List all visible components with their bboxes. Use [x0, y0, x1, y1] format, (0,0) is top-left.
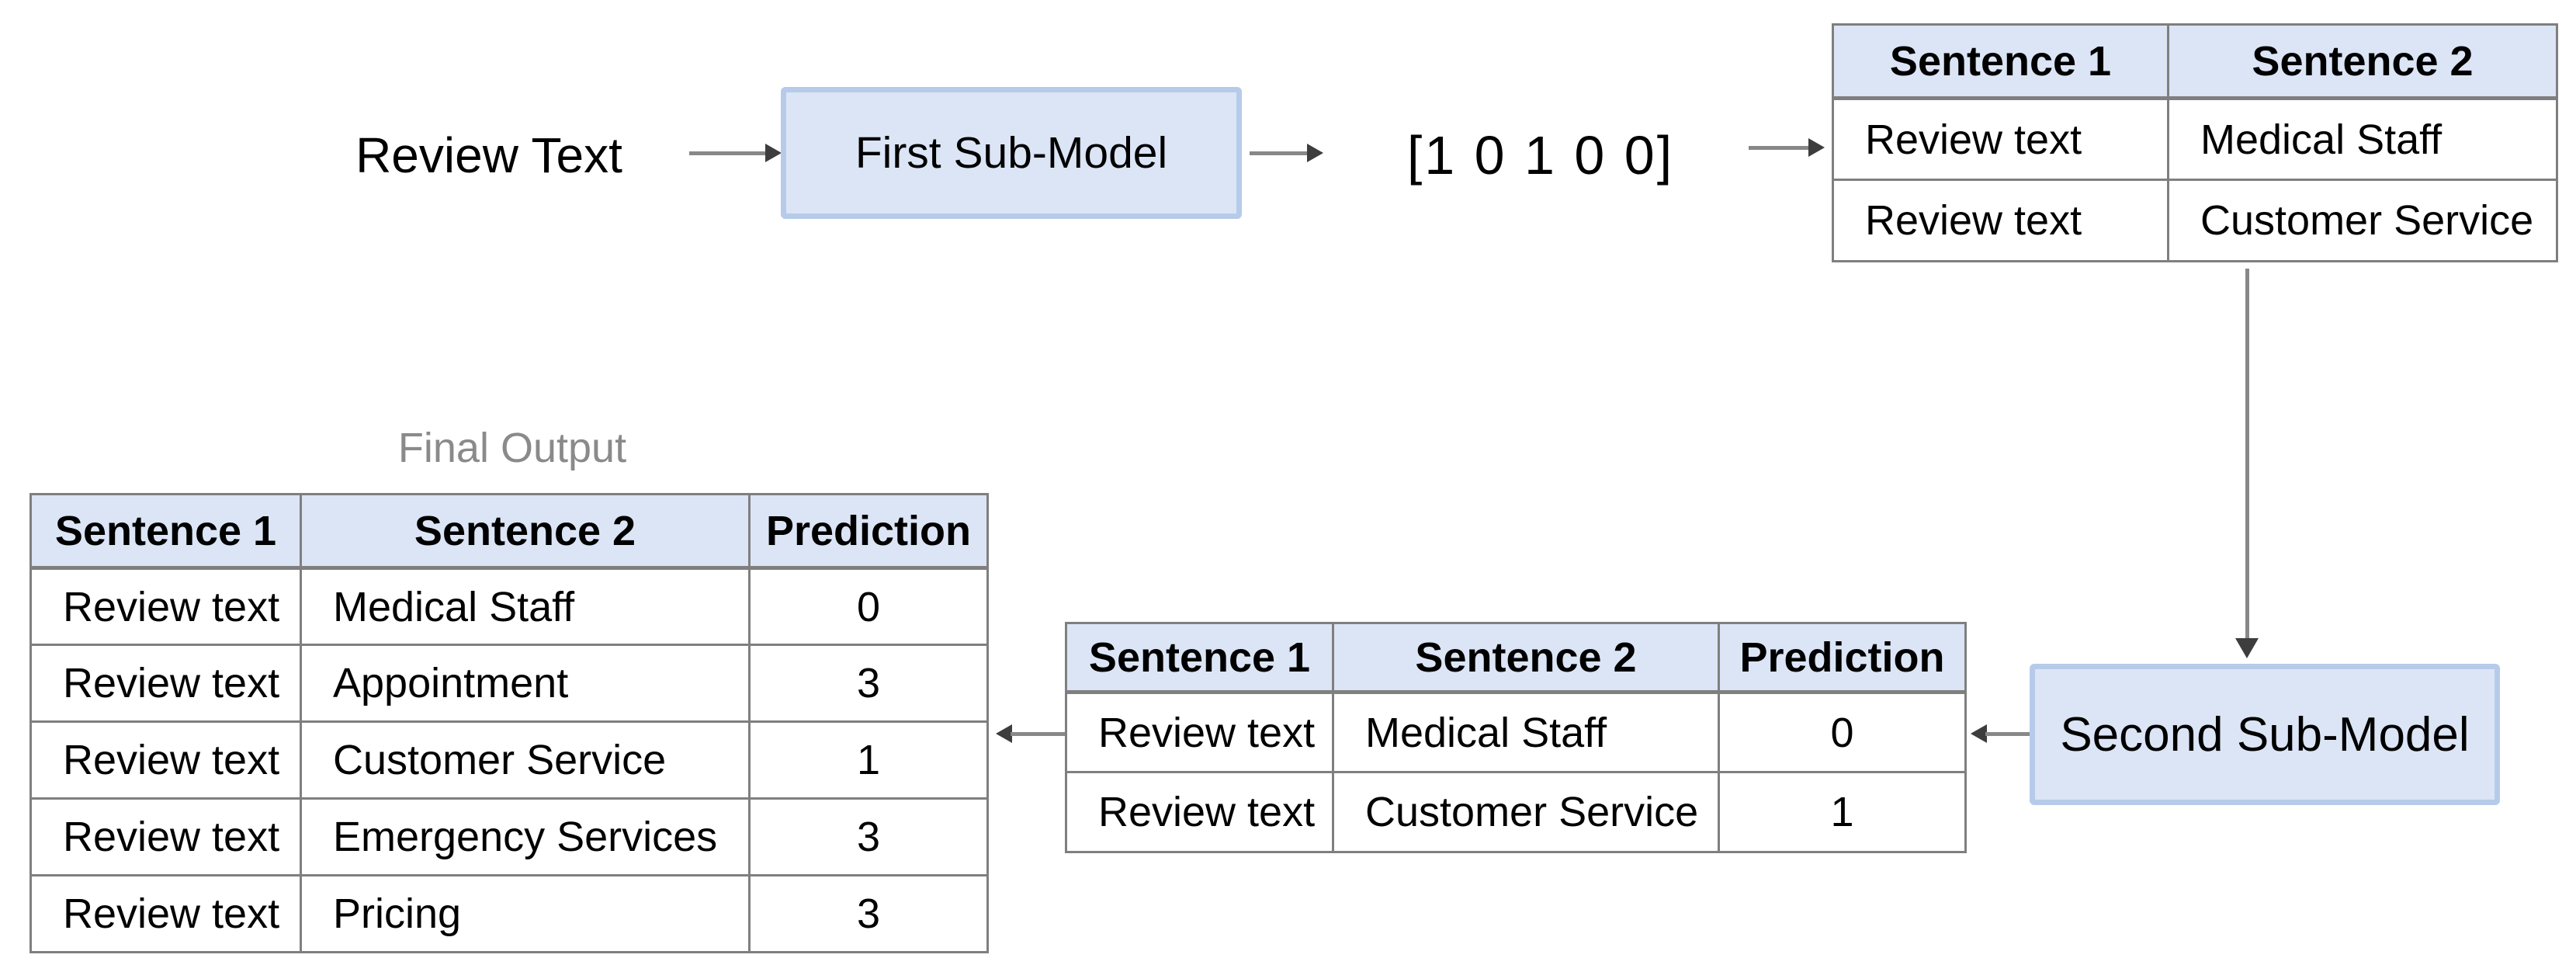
table-row: Review text Emergency Services 3: [29, 797, 989, 876]
cell-sentence1: Review text: [1065, 771, 1334, 853]
table-row: Review text Customer Service 1: [1065, 771, 1967, 853]
arrow-review-to-first-model: [689, 151, 767, 155]
cell-sentence1: Review text: [29, 874, 302, 953]
header-sentence2: Sentence 2: [2167, 23, 2558, 100]
header-sentence2: Sentence 2: [300, 493, 751, 570]
cell-sentence2: Medical Staff: [1332, 691, 1720, 773]
arrow-partial-table-to-final-table: [1011, 732, 1065, 736]
final-output-table: Sentence 1 Sentence 2 Prediction Review …: [29, 493, 989, 953]
binary-vector-label: [1 0 1 0 0]: [1406, 125, 1675, 186]
cell-sentence2: Pricing: [300, 874, 751, 953]
table-header-row: Sentence 1 Sentence 2: [1832, 23, 2558, 100]
cell-sentence1: Review text: [29, 644, 302, 723]
header-sentence1: Sentence 1: [1832, 23, 2169, 100]
second-sub-model-box: Second Sub-Model: [2030, 664, 2500, 805]
second-sub-model-label: Second Sub-Model: [2060, 707, 2470, 762]
header-prediction: Prediction: [1718, 622, 1967, 694]
cell-prediction: 3: [748, 644, 989, 723]
cell-sentence2: Appointment: [300, 644, 751, 723]
arrow-second-model-to-partial-table: [1985, 732, 2030, 736]
cell-prediction: 0: [1718, 691, 1967, 773]
cell-sentence2: Customer Service: [1332, 771, 1720, 853]
cell-sentence2: Medical Staff: [2167, 97, 2558, 181]
cell-sentence1: Review text: [1832, 179, 2169, 262]
arrow-right-head-icon: [765, 144, 782, 162]
cell-sentence1: Review text: [29, 567, 302, 646]
cell-prediction: 1: [748, 720, 989, 800]
header-sentence2: Sentence 2: [1332, 622, 1720, 694]
first-sub-model-box: First Sub-Model: [781, 87, 1242, 219]
arrow-vector-to-pair-table: [1749, 146, 1811, 150]
arrow-left-head-icon: [1971, 724, 1987, 743]
cell-sentence2: Customer Service: [2167, 179, 2558, 262]
arrow-right-head-icon: [1307, 144, 1323, 162]
arrow-right-head-icon: [1808, 138, 1825, 157]
cell-sentence2: Medical Staff: [300, 567, 751, 646]
first-sub-model-label: First Sub-Model: [855, 128, 1168, 178]
sentence-pair-table: Sentence 1 Sentence 2 Review text Medica…: [1832, 23, 2558, 262]
table-row: Review text Medical Staff 0: [1065, 691, 1967, 773]
header-prediction: Prediction: [748, 493, 989, 570]
cell-sentence1: Review text: [1832, 97, 2169, 181]
cell-sentence2: Emergency Services: [300, 797, 751, 876]
partial-prediction-table: Sentence 1 Sentence 2 Prediction Review …: [1065, 622, 1967, 853]
table-row: Review text Medical Staff: [1832, 97, 2558, 181]
cell-prediction: 3: [748, 874, 989, 953]
table-header-row: Sentence 1 Sentence 2 Prediction: [1065, 622, 1967, 694]
table-row: Review text Medical Staff 0: [29, 567, 989, 646]
arrow-down-head-icon: [2235, 638, 2259, 658]
final-output-label: Final Output: [397, 425, 627, 471]
table-row: Review text Appointment 3: [29, 644, 989, 723]
cell-sentence1: Review text: [1065, 691, 1334, 773]
table-row: Review text Customer Service 1: [29, 720, 989, 800]
cell-prediction: 3: [748, 797, 989, 876]
cell-sentence2: Customer Service: [300, 720, 751, 800]
review-text-label: Review Text: [355, 127, 622, 183]
arrow-pair-table-to-second-model: [2245, 269, 2249, 640]
arrow-first-model-to-vector: [1250, 151, 1310, 155]
cell-sentence1: Review text: [29, 720, 302, 800]
cell-prediction: 1: [1718, 771, 1967, 853]
header-sentence1: Sentence 1: [29, 493, 302, 570]
table-header-row: Sentence 1 Sentence 2 Prediction: [29, 493, 989, 570]
header-sentence1: Sentence 1: [1065, 622, 1334, 694]
cell-prediction: 0: [748, 567, 989, 646]
table-row: Review text Pricing 3: [29, 874, 989, 953]
table-row: Review text Customer Service: [1832, 179, 2558, 262]
arrow-left-head-icon: [996, 724, 1012, 743]
cell-sentence1: Review text: [29, 797, 302, 876]
